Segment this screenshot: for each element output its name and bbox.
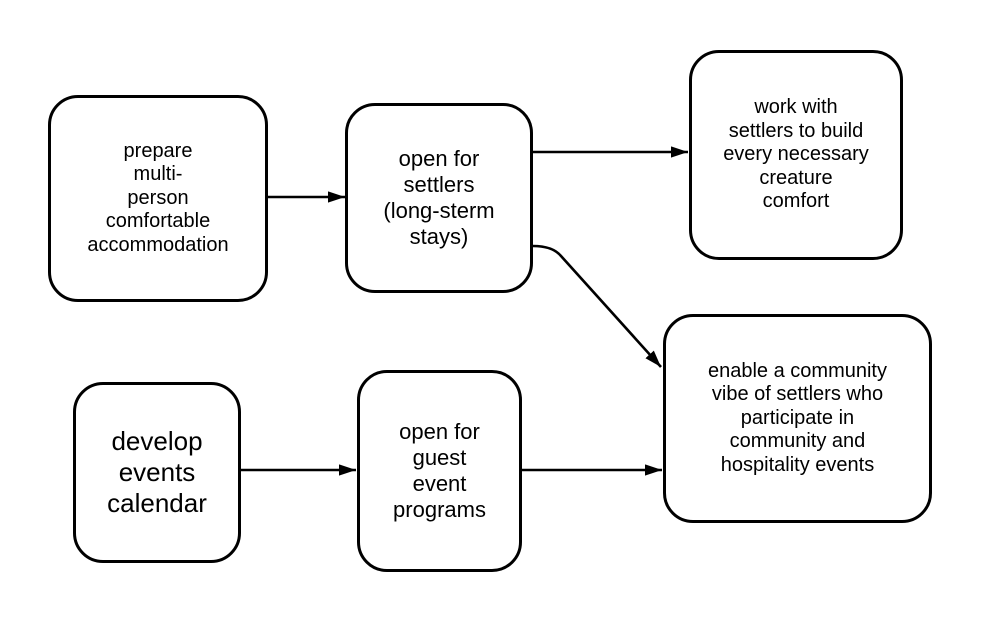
node-open-settlers-label: open for settlers (long-sterm stays) xyxy=(383,146,495,249)
node-work-with-settlers-label: work with settlers to build every necess… xyxy=(723,96,869,213)
node-develop-events-calendar: develop events calendar xyxy=(73,382,241,563)
node-work-with-settlers: work with settlers to build every necess… xyxy=(689,50,903,260)
node-open-settlers: open for settlers (long-sterm stays) xyxy=(345,103,533,293)
node-open-guest-event-programs: open for guest event programs xyxy=(357,370,522,572)
node-open-guest-event-programs-label: open for guest event programs xyxy=(393,419,486,522)
node-prepare-accommodation: prepare multi- person comfortable accomm… xyxy=(48,95,268,302)
node-develop-events-calendar-label: develop events calendar xyxy=(107,426,207,518)
node-enable-community-vibe-label: enable a community vibe of settlers who … xyxy=(708,359,887,476)
node-prepare-accommodation-label: prepare multi- person comfortable accomm… xyxy=(87,139,229,256)
node-enable-community-vibe: enable a community vibe of settlers who … xyxy=(663,314,932,523)
edge-open-settlers-to-enable-community-vibe xyxy=(532,244,662,368)
